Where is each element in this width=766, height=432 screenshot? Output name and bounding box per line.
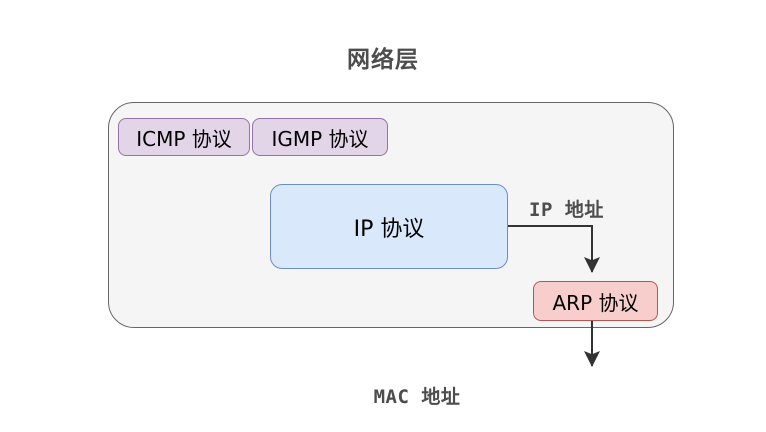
page-title: 网络层 <box>347 47 419 73</box>
node-ip-protocol[interactable]: IP 协议 <box>270 184 508 269</box>
node-ip-label: IP 协议 <box>353 216 425 242</box>
node-arp-label: ARP 协议 <box>552 290 639 315</box>
node-icmp-protocol[interactable]: ICMP 协议 <box>118 118 250 156</box>
node-arp-protocol[interactable]: ARP 协议 <box>533 281 658 321</box>
edge-label-ip-address: IP 地址 <box>529 199 604 221</box>
node-icmp-label: ICMP 协议 <box>136 126 232 151</box>
node-igmp-protocol[interactable]: IGMP 协议 <box>252 118 388 156</box>
edge-label-mac-address: MAC 地址 <box>373 386 461 408</box>
node-igmp-label: IGMP 协议 <box>271 126 369 151</box>
edge-label-mac-address-wrap: MAC 地址 <box>0 382 766 409</box>
